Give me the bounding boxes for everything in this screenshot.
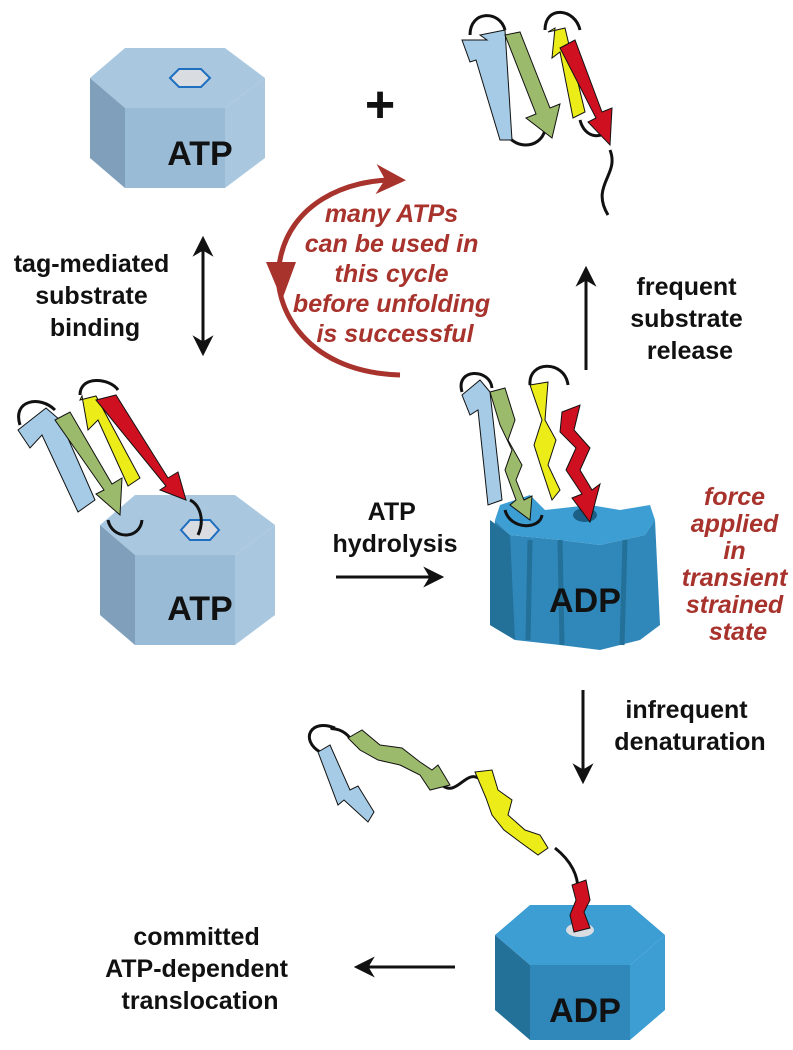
complex-label-adp-committed: ADP: [549, 992, 621, 1030]
denaturation-label: infrequent denaturation: [614, 696, 765, 756]
complex-label-atp-bound: ATP: [167, 590, 232, 628]
hexamer-front-face: [135, 555, 235, 645]
hexamer-right-face: [630, 935, 665, 1040]
strand-red-entering-pore: [569, 879, 591, 933]
cycle-arrow-head: [266, 262, 296, 300]
strained-hexamer-front: [490, 520, 660, 650]
strand-green: [504, 31, 561, 139]
strand-yellow: [547, 27, 586, 119]
strand-yellow: [474, 769, 549, 856]
strained-hexamer-top: [495, 495, 655, 545]
unfolded-substrate: [307, 724, 580, 899]
substrate-loop: [17, 379, 203, 537]
hexamer-left-face: [100, 525, 135, 645]
strand-blue: [461, 29, 513, 141]
strand-red: [559, 39, 613, 147]
hexamer-left-face: [90, 78, 125, 188]
complex-label-adp-strained: ADP: [549, 582, 621, 620]
strand-blue: [17, 407, 96, 513]
unfoldase-adp-committed: ADP: [495, 879, 665, 1040]
substrate-linker: [307, 724, 580, 899]
force-note: force applied in transient strained stat…: [682, 483, 793, 646]
strand-red: [95, 394, 187, 501]
binding-label: tag-mediated substrate binding: [14, 250, 177, 342]
cycle-annotation: many ATPs can be used in this cycle befo…: [266, 164, 497, 378]
strand-green: [489, 387, 533, 521]
substrate-loop: [468, 10, 614, 216]
strand-green: [54, 411, 123, 517]
strand-red: [559, 404, 601, 524]
hexamer-right-face: [225, 78, 265, 188]
hexamer-front-face: [125, 108, 225, 188]
strained-grooves: [525, 539, 628, 646]
cycle-note: many ATPs can be used in this cycle befo…: [293, 200, 497, 348]
translocation-label: committed ATP-dependent translocation: [105, 923, 295, 1015]
plus-sign: +: [365, 76, 395, 134]
unfoldase-atp-substrate-bound: ATP: [17, 379, 275, 645]
hexamer-front-face: [530, 965, 630, 1040]
hexamer-right-face: [235, 525, 275, 645]
strand-blue: [461, 379, 503, 506]
unfoldase-adp-strained: ADP: [459, 364, 660, 650]
folded-substrate: [461, 10, 614, 216]
hexamer-left-face: [495, 935, 530, 1040]
complex-label-atp-free: ATP: [167, 135, 232, 173]
unfoldase-atp-free: ATP: [90, 48, 265, 188]
strand-green: [347, 729, 451, 791]
strained-hexamer-left: [490, 520, 515, 640]
release-label: frequent substrate release: [630, 273, 750, 365]
strand-yellow: [529, 381, 561, 502]
hydrolysis-label: ATP hydrolysis: [332, 498, 457, 558]
cycle-curved-arrow: [275, 164, 406, 378]
strand-blue: [317, 744, 375, 823]
substrate-loop: [459, 364, 570, 528]
central-pore: [168, 68, 212, 88]
